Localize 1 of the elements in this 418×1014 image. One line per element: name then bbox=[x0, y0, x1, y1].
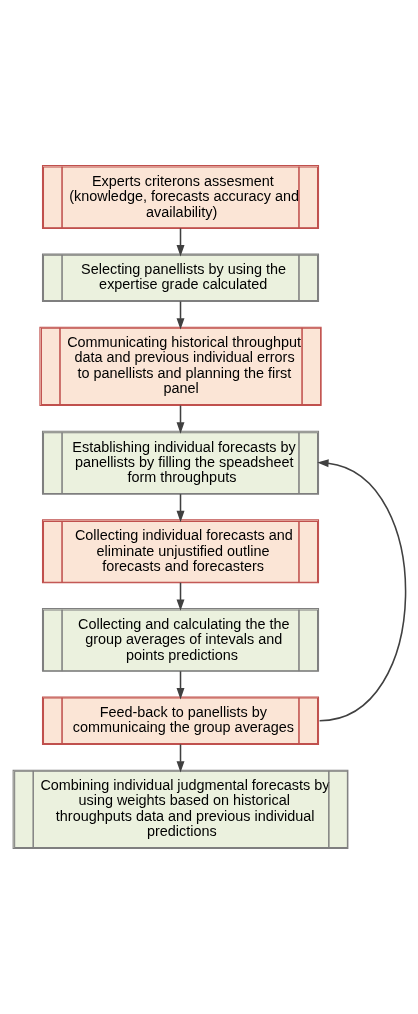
arrow bbox=[316, 459, 406, 722]
